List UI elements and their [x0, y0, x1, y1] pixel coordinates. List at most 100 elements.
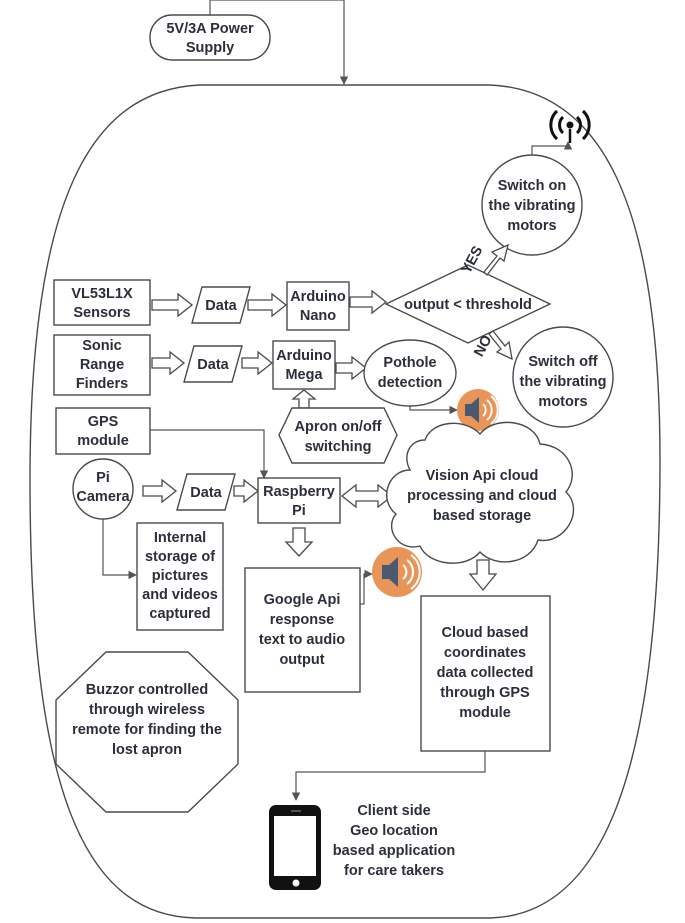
storage-line1: Internal	[154, 530, 206, 546]
data-to-mega-arrow	[241, 350, 274, 376]
vl53-line1: VL53L1X	[71, 286, 133, 302]
switch-on-line3: motors	[507, 218, 556, 234]
pi-camera: Pi Camera	[72, 458, 134, 520]
storage-line4: and videos	[142, 587, 218, 603]
data-node-sonic: Data	[183, 345, 243, 383]
gps-line2: module	[77, 433, 129, 449]
apron-line1: Apron on/off	[295, 419, 382, 435]
camera-to-storage-line	[102, 519, 137, 580]
apron-to-mega-arrow	[291, 389, 317, 409]
coords-line3: data collected	[437, 665, 534, 681]
gps-line1: GPS	[88, 414, 119, 430]
gps-module-box: GPS module	[55, 407, 151, 455]
wireless-signal-icon	[549, 109, 591, 143]
pi-camera-line2: Camera	[76, 489, 130, 505]
mega-line1: Arduino	[276, 348, 332, 364]
coords-line4: through GPS	[440, 685, 530, 701]
power-supply: 5V/3A Power Supply	[149, 14, 271, 61]
pothole-detection: Pothole detection	[363, 339, 457, 407]
client-app-label: Client side Geo location based applicati…	[333, 803, 455, 879]
storage-line3: pictures	[152, 568, 208, 584]
camera-to-data-arrow	[142, 478, 178, 504]
sonic-line3: Finders	[76, 376, 128, 392]
google-to-speaker-line	[360, 569, 373, 605]
data-label-1: Data	[205, 298, 237, 314]
client-line3: based application	[333, 843, 455, 859]
pi-camera-line1: Pi	[96, 470, 110, 486]
client-line1: Client side	[357, 803, 430, 819]
pothole-line1: Pothole	[383, 355, 436, 371]
pothole-to-speaker-line	[409, 405, 458, 415]
pothole-line2: detection	[378, 375, 442, 391]
threshold-decision: output < threshold	[384, 264, 552, 344]
sonic-line1: Sonic	[82, 338, 121, 354]
storage-line5: captured	[149, 606, 210, 622]
switch-off-motors: Switch off the vibrating motors	[512, 326, 614, 428]
power-supply-line1: 5V/3A Power	[166, 21, 254, 37]
switch-on-line2: the vibrating	[488, 198, 575, 214]
coords-line2: coordinates	[444, 645, 526, 661]
switch-on-motors: Switch on the vibrating motors	[481, 154, 583, 256]
cloud-coordinates-box: Cloud based coordinates data collected t…	[420, 595, 551, 752]
coords-line1: Cloud based	[441, 625, 528, 641]
arduino-nano-box: Arduino Nano	[286, 281, 350, 331]
raspberry-pi-box: Raspberry Pi	[257, 477, 341, 524]
sonic-range-finders-box: Sonic Range Finders	[53, 334, 151, 396]
data-label-2: Data	[197, 357, 229, 373]
power-supply-line2: Supply	[186, 40, 234, 56]
vl53-line2: Sensors	[73, 305, 130, 321]
coords-line5: module	[459, 705, 511, 721]
sonic-to-data-arrow	[151, 350, 186, 376]
client-line4: for care takers	[344, 863, 444, 879]
apron-line2: switching	[305, 439, 372, 455]
vl53-to-data-arrow	[151, 292, 194, 318]
mega-to-pothole-arrow	[335, 355, 368, 381]
data-node-vl53: Data	[191, 286, 251, 324]
vision-line2: processing and cloud	[407, 488, 557, 504]
sonic-line2: Range	[80, 357, 124, 373]
pi-to-google-arrow	[284, 527, 314, 557]
nano-to-decision-arrow	[349, 289, 388, 315]
cloud-to-coords-arrow	[468, 559, 498, 592]
switch-off-line2: the vibrating	[519, 374, 606, 390]
switch-off-line3: motors	[538, 394, 587, 410]
speaker-icon	[457, 389, 499, 431]
no-arrow	[488, 330, 513, 361]
speaker-icon-2	[372, 547, 422, 597]
buzzer-line4: lost apron	[112, 742, 182, 758]
smartphone-icon	[269, 805, 321, 890]
client-line2: Geo location	[350, 823, 438, 839]
threshold-text: output < threshold	[404, 297, 532, 313]
yes-arrow	[483, 243, 509, 276]
gps-to-pi-line	[150, 429, 269, 479]
storage-line2: storage of	[145, 549, 215, 565]
vl53-sensors-box: VL53L1X Sensors	[53, 279, 151, 326]
internal-storage-box: Internal storage of pictures and videos …	[136, 522, 224, 631]
switch-on-to-wireless-line	[531, 141, 573, 155]
google-line3: text to audio	[259, 632, 345, 648]
nano-line2: Nano	[300, 308, 336, 324]
nano-line1: Arduino	[290, 289, 346, 305]
data-to-pi-arrow	[233, 478, 260, 504]
buzzer-line2: through wireless	[89, 702, 205, 718]
google-line1: Google Api	[264, 592, 341, 608]
switch-on-line1: Switch on	[498, 178, 566, 194]
google-line4: output	[279, 652, 324, 668]
vision-line1: Vision Api cloud	[426, 468, 539, 484]
google-api-box: Google Api response text to audio output	[244, 567, 361, 693]
vision-line3: based storage	[433, 508, 531, 524]
power-line	[209, 0, 349, 85]
mega-line2: Mega	[285, 367, 323, 383]
buzzer-line1: Buzzor controlled	[86, 682, 208, 698]
google-line2: response	[270, 612, 334, 628]
buzzer-remote-octagon: Buzzor controlled through wireless remot…	[55, 651, 239, 813]
coords-to-client-line	[291, 751, 486, 801]
raspberry-line2: Pi	[292, 503, 306, 519]
raspberry-line1: Raspberry	[263, 484, 335, 500]
data-node-camera: Data	[176, 473, 236, 511]
data-to-nano-arrow	[247, 292, 288, 318]
vision-api-cloud: Vision Api cloud processing and cloud ba…	[386, 421, 575, 564]
apron-switching: Apron on/off switching	[278, 407, 398, 464]
arduino-mega-box: Arduino Mega	[272, 340, 336, 390]
